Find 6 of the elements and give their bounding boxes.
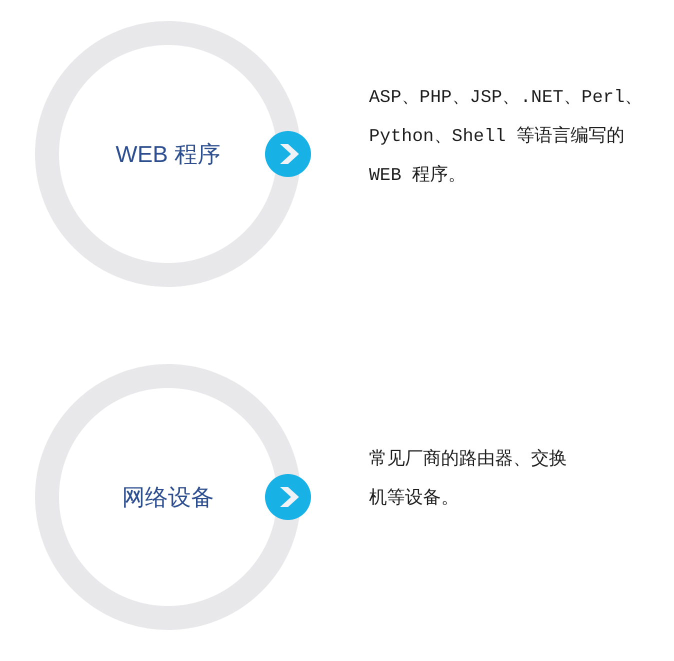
description-text: 常见厂商的路由器、交换机等设备。 [369,448,568,511]
ring-title: WEB 程序 [116,140,220,169]
description-text: ASP、PHP、JSP、.NET、Perl、Python、Shell 等语言编写的 WEB 程序。 [369,87,644,188]
ring [35,364,301,630]
ring-title: 网络设备 [122,483,214,512]
ring [35,21,301,287]
